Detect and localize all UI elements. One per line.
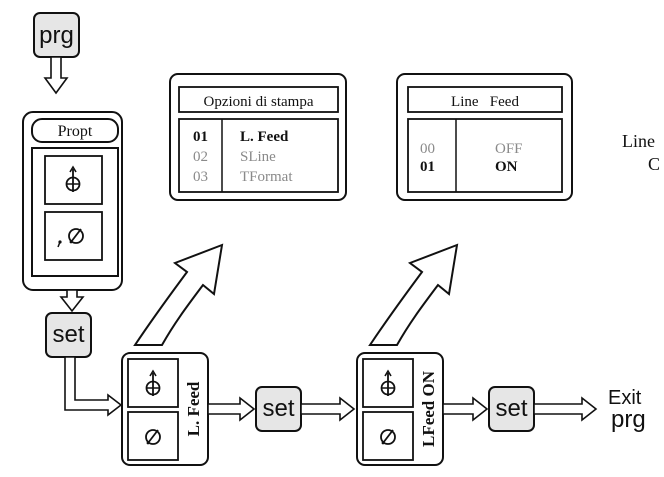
menu-label-pill bbox=[31, 118, 119, 143]
panel-line-feed-title: Line Feed bbox=[451, 94, 519, 110]
arrow-set-to-exit bbox=[533, 396, 598, 422]
arrow-prg-to-menu bbox=[43, 56, 69, 95]
exit-label: Exit bbox=[608, 387, 642, 409]
option-label: L. Feed bbox=[240, 129, 289, 145]
set-key-1[interactable]: set bbox=[45, 312, 92, 358]
menu-label: Propt bbox=[58, 123, 93, 140]
curved-arrow-to-linefeed bbox=[368, 243, 459, 346]
option-number: 03 bbox=[193, 169, 208, 185]
exit-prg-label: prg bbox=[611, 406, 646, 433]
up-down-button[interactable] bbox=[362, 358, 414, 408]
option-row[interactable]: 01 L. Feed bbox=[193, 129, 289, 145]
arrow-set-to-lfeed bbox=[64, 356, 123, 417]
option-label: OFF bbox=[495, 141, 523, 157]
arrow-lfeed-on-to-set bbox=[442, 396, 489, 422]
arrow-menu-to-set bbox=[59, 289, 85, 313]
option-label: ON bbox=[495, 159, 518, 175]
lfeed-label: L. Feed bbox=[184, 381, 203, 436]
prg-key[interactable]: prg bbox=[33, 12, 80, 58]
set-key-2-label: set bbox=[262, 395, 294, 422]
menu-box: Propt bbox=[22, 111, 123, 291]
option-label: SLine bbox=[240, 149, 276, 165]
set-key-3-label: set bbox=[495, 395, 527, 422]
prg-key-label: prg bbox=[39, 22, 74, 49]
set-key-1-label: set bbox=[52, 321, 84, 348]
display-lfeed-on: LFeed ON bbox=[356, 352, 444, 466]
option-number: 02 bbox=[193, 149, 208, 165]
arrow-lfeed-to-set bbox=[207, 396, 256, 422]
option-row[interactable]: 01 ON bbox=[420, 159, 518, 175]
set-key-3[interactable]: set bbox=[488, 386, 535, 432]
option-number: 01 bbox=[420, 159, 435, 175]
option-row[interactable]: 00 OFF bbox=[420, 141, 523, 157]
option-row[interactable]: 03 TFormat bbox=[193, 169, 293, 185]
side-note-line2: C bbox=[648, 154, 660, 174]
up-down-button[interactable] bbox=[127, 358, 179, 408]
option-label: TFormat bbox=[240, 169, 293, 185]
panel-line-feed: Line Feed 00 OFF 01 ON bbox=[396, 73, 573, 201]
lfeed-on-label: LFeed ON bbox=[419, 370, 438, 447]
option-number: 01 bbox=[193, 129, 208, 145]
curved-arrow-to-options bbox=[133, 243, 224, 346]
panel-print-options-title: Opzioni di stampa bbox=[204, 94, 314, 110]
option-row[interactable]: 02 SLine bbox=[193, 149, 276, 165]
display-lfeed: L. Feed bbox=[121, 352, 209, 466]
side-note-line1: Line bbox=[622, 131, 655, 151]
panel-print-options: Opzioni di stampa 01 L. Feed 02 SLine 03… bbox=[169, 73, 347, 201]
arrow-set-to-lfeed-on bbox=[300, 396, 356, 422]
dial-button[interactable] bbox=[44, 211, 103, 261]
option-number: 00 bbox=[420, 141, 435, 157]
set-key-2[interactable]: set bbox=[255, 386, 302, 432]
